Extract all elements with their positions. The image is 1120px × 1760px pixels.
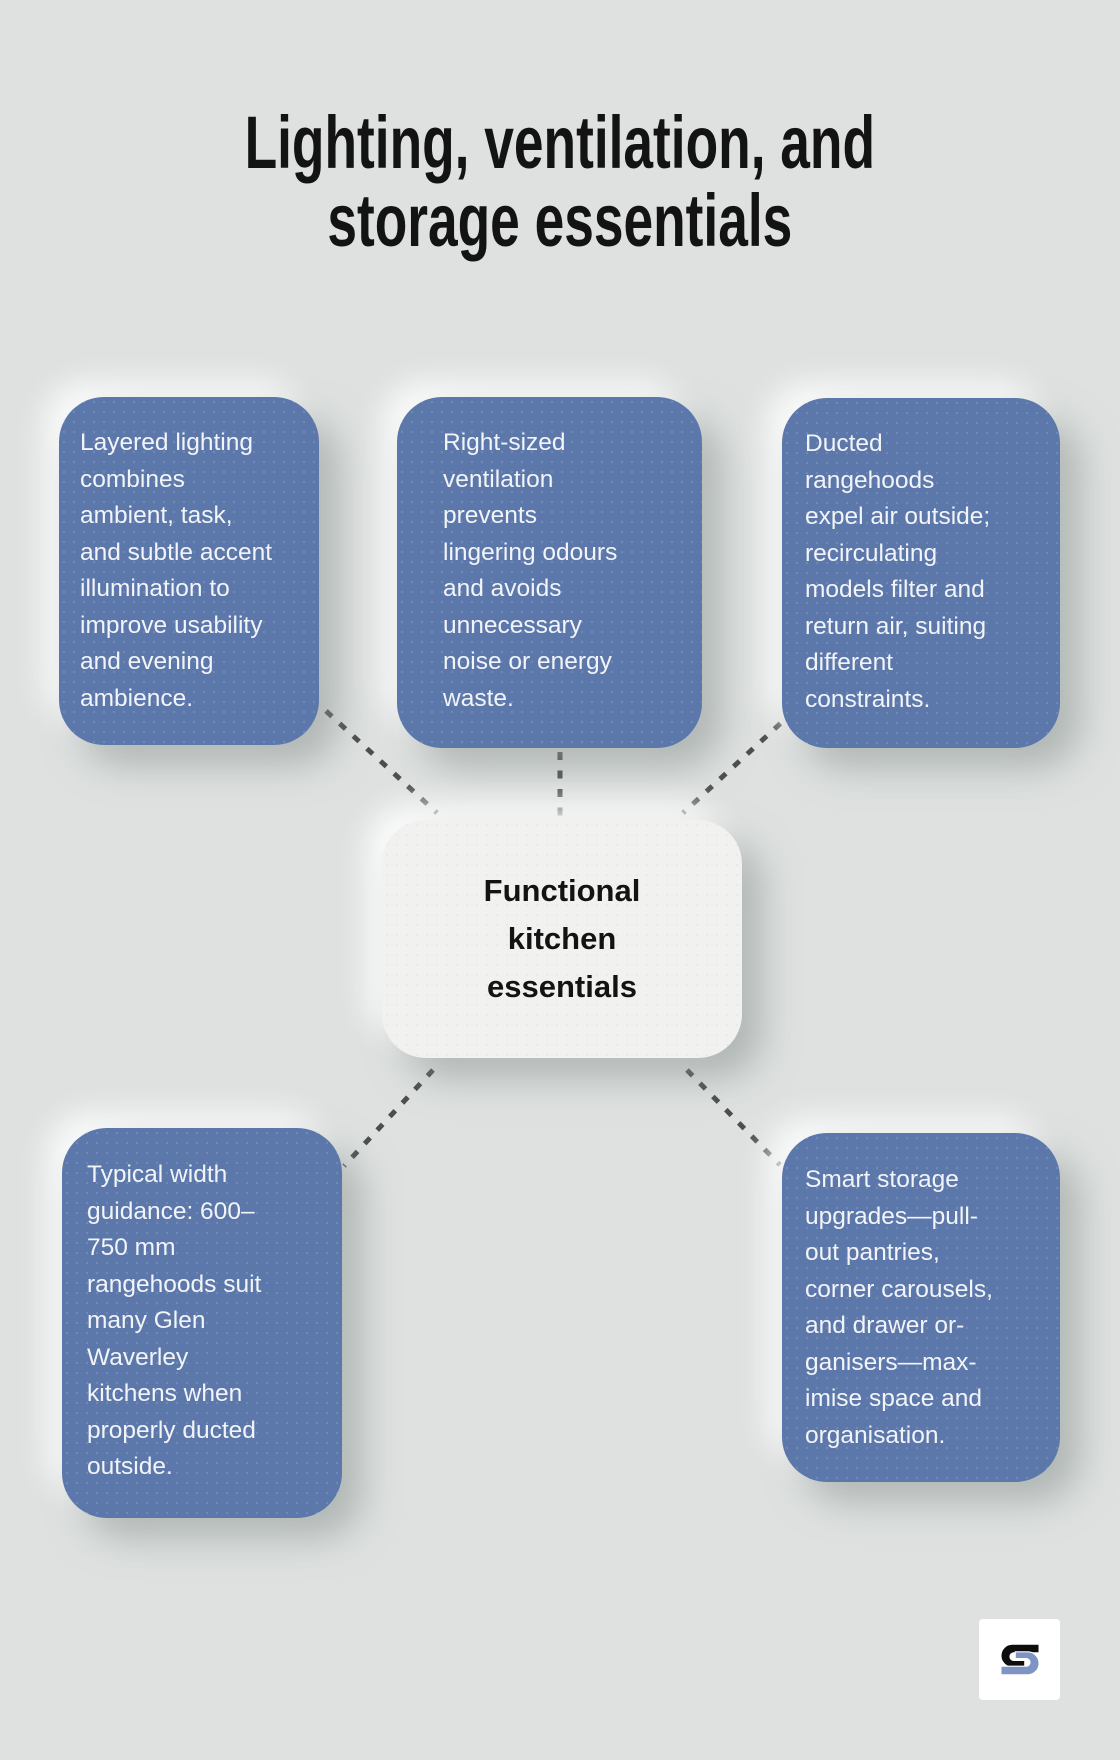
page-title-text: Lighting, ventilation, and storage essen… xyxy=(244,101,876,262)
page-title: Lighting, ventilation, and storage essen… xyxy=(0,104,1120,260)
card-text: Typical width guidance: 600– 750 mm rang… xyxy=(87,1161,262,1480)
center-node: Functional kitchen essentials xyxy=(382,820,742,1058)
card-smart-storage: Smart storage upgrades—pull- out pantrie… xyxy=(782,1133,1060,1482)
card-text: Layered lighting combines ambient, task,… xyxy=(80,429,273,712)
card-width-guidance: Typical width guidance: 600– 750 mm rang… xyxy=(62,1128,342,1518)
card-text: Right-sized ventilation prevents lingeri… xyxy=(443,429,618,712)
card-right-sized-ventilation: Right-sized ventilation prevents lingeri… xyxy=(397,397,702,748)
center-node-label: Functional kitchen essentials xyxy=(483,873,641,1004)
card-layered-lighting: Layered lighting combines ambient, task,… xyxy=(59,397,319,745)
card-ducted-rangehoods: Ducted rangehoods expel air outside; rec… xyxy=(782,398,1060,748)
logo-mark-icon xyxy=(999,1643,1040,1676)
brand-logo xyxy=(979,1619,1060,1700)
connector-line-bottom-left xyxy=(342,1068,435,1168)
card-text: Smart storage upgrades—pull- out pantrie… xyxy=(805,1166,993,1449)
connector-line-bottom-right xyxy=(685,1068,782,1167)
card-text: Ducted rangehoods expel air outside; rec… xyxy=(805,430,991,713)
connector-line-top-right xyxy=(681,709,796,815)
